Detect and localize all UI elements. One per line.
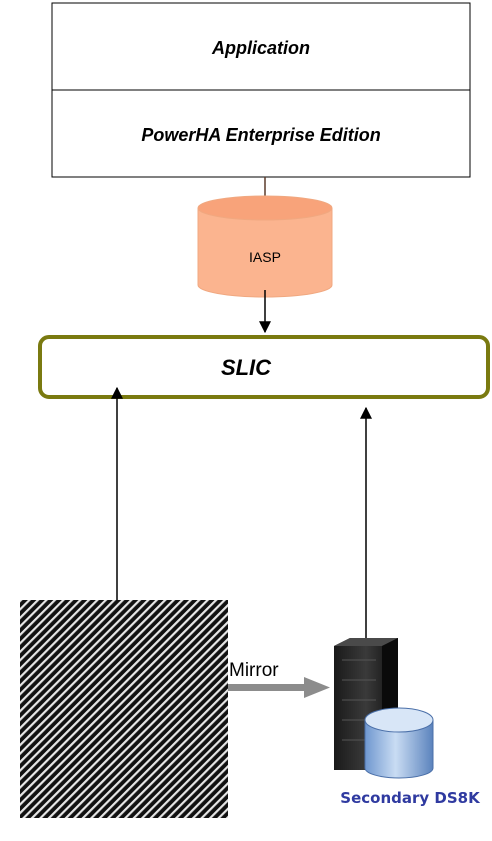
application-box: Application (51, 2, 471, 91)
slic-box: SLIC (38, 335, 490, 399)
iasp-cylinder: IASP (197, 195, 333, 298)
slic-label: SLIC (221, 355, 272, 380)
powerha-label: PowerHA Enterprise Edition (141, 125, 380, 145)
secondary-ds8k-label: Secondary DS8K (340, 789, 481, 807)
powerha-box: PowerHA Enterprise Edition (51, 89, 471, 178)
application-label: Application (211, 38, 310, 58)
iasp-label: IASP (249, 249, 281, 265)
mirror-arrow (228, 677, 330, 698)
mirror-label: Mirror (229, 660, 279, 681)
secondary-ds8k-icon (334, 638, 434, 779)
primary-storage-icon (20, 600, 228, 818)
